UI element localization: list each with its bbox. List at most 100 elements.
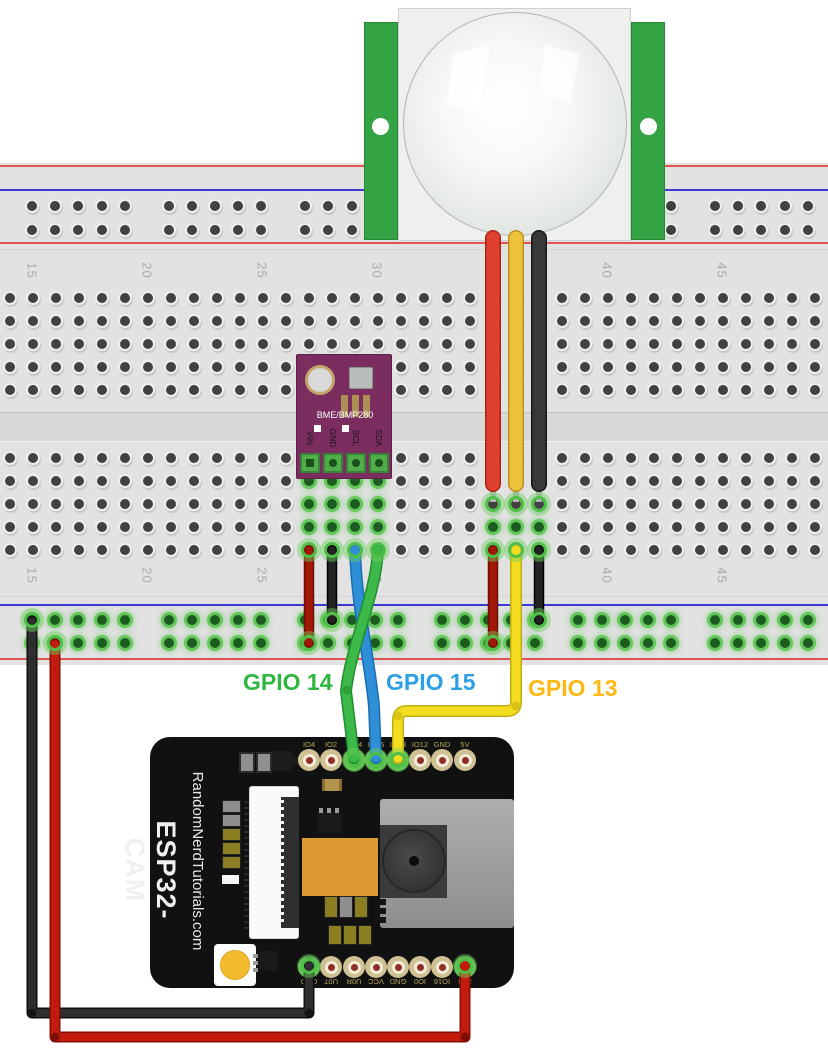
breadboard-hole[interactable] [143,385,153,395]
breadboard-hole[interactable] [235,476,245,486]
breadboard-hole[interactable] [810,545,820,555]
wire-gpio14[interactable] [341,545,383,763]
breadboard-hole[interactable] [764,362,774,372]
breadboard-hole-connected[interactable] [620,615,630,625]
breadboard-hole[interactable] [718,453,728,463]
breadboard-hole[interactable] [695,362,705,372]
breadboard-hole[interactable] [258,385,268,395]
bme280-pad-vin[interactable] [300,453,320,473]
breadboard-hole[interactable] [741,293,751,303]
breadboard-hole[interactable] [189,499,199,509]
breadboard-hole[interactable] [787,499,797,509]
breadboard-hole[interactable] [580,293,590,303]
breadboard-hole[interactable] [626,522,636,532]
breadboard-hole-connected[interactable] [733,638,743,648]
breadboard-hole[interactable] [718,362,728,372]
breadboard-hole-connected[interactable] [437,638,447,648]
breadboard-hole[interactable] [442,293,452,303]
breadboard-hole-connected[interactable] [73,615,83,625]
breadboard-hole-connected[interactable] [373,522,383,532]
breadboard-hole[interactable] [741,339,751,349]
breadboard-hole[interactable] [164,225,174,235]
breadboard-hole[interactable] [649,339,659,349]
breadboard-hole[interactable] [233,225,243,235]
breadboard-hole[interactable] [51,316,61,326]
esp32-pin-u0t[interactable] [320,956,342,978]
breadboard-hole-connected[interactable] [73,638,83,648]
breadboard-hole[interactable] [603,453,613,463]
breadboard-hole[interactable] [258,316,268,326]
breadboard-hole[interactable] [672,316,682,326]
breadboard-hole[interactable] [733,201,743,211]
breadboard-hole[interactable] [189,545,199,555]
breadboard-hole-connected[interactable] [187,615,197,625]
breadboard-hole[interactable] [396,499,406,509]
breadboard-hole[interactable] [672,293,682,303]
breadboard-hole[interactable] [210,201,220,211]
breadboard-hole[interactable] [695,453,705,463]
breadboard-hole[interactable] [210,225,220,235]
breadboard-hole[interactable] [580,339,590,349]
breadboard-hole[interactable] [5,499,15,509]
breadboard-hole[interactable] [189,522,199,532]
breadboard-hole[interactable] [810,362,820,372]
breadboard-hole[interactable] [396,522,406,532]
breadboard-hole[interactable] [235,293,245,303]
breadboard-hole[interactable] [396,476,406,486]
breadboard-hole[interactable] [120,293,130,303]
breadboard-hole[interactable] [603,339,613,349]
breadboard-hole[interactable] [5,385,15,395]
breadboard-hole[interactable] [442,545,452,555]
breadboard-hole[interactable] [212,339,222,349]
breadboard-hole[interactable] [281,293,291,303]
breadboard-hole[interactable] [143,545,153,555]
breadboard-hole[interactable] [51,499,61,509]
breadboard-hole-connected[interactable] [210,615,220,625]
breadboard-hole[interactable] [304,293,314,303]
breadboard-hole[interactable] [741,499,751,509]
breadboard-hole-connected[interactable] [803,615,813,625]
breadboard-hole[interactable] [718,545,728,555]
breadboard-hole[interactable] [756,201,766,211]
breadboard-hole[interactable] [787,293,797,303]
breadboard-hole[interactable] [304,316,314,326]
breadboard-hole-connected[interactable] [256,615,266,625]
breadboard-hole[interactable] [120,385,130,395]
breadboard-hole[interactable] [465,453,475,463]
breadboard-hole[interactable] [741,476,751,486]
breadboard-hole[interactable] [143,293,153,303]
breadboard-hole-connected[interactable] [710,615,720,625]
breadboard-hole[interactable] [580,545,590,555]
breadboard-hole[interactable] [718,339,728,349]
breadboard-hole[interactable] [281,499,291,509]
breadboard-hole[interactable] [235,545,245,555]
breadboard-hole-connected[interactable] [327,476,337,486]
breadboard-hole[interactable] [557,453,567,463]
breadboard-hole[interactable] [787,316,797,326]
breadboard-hole[interactable] [803,225,813,235]
breadboard-hole[interactable] [465,362,475,372]
breadboard-hole[interactable] [695,316,705,326]
esp32-pin-vcc[interactable] [365,956,387,978]
breadboard-hole-connected[interactable] [120,615,130,625]
breadboard-hole[interactable] [212,545,222,555]
breadboard-hole[interactable] [718,316,728,326]
breadboard-hole[interactable] [327,293,337,303]
breadboard-hole[interactable] [419,339,429,349]
breadboard-hole-connected[interactable] [233,638,243,648]
breadboard-hole[interactable] [258,545,268,555]
breadboard-hole[interactable] [626,362,636,372]
breadboard-hole[interactable] [120,316,130,326]
breadboard-hole[interactable] [281,385,291,395]
breadboard-hole[interactable] [764,339,774,349]
breadboard-hole[interactable] [557,316,567,326]
breadboard-hole-connected[interactable] [534,522,544,532]
breadboard-hole-connected[interactable] [511,522,521,532]
breadboard-hole[interactable] [166,385,176,395]
breadboard-hole[interactable] [718,522,728,532]
breadboard-hole[interactable] [235,339,245,349]
breadboard-hole[interactable] [741,316,751,326]
breadboard-hole[interactable] [603,522,613,532]
breadboard-hole-connected[interactable] [373,476,383,486]
breadboard-hole[interactable] [5,293,15,303]
